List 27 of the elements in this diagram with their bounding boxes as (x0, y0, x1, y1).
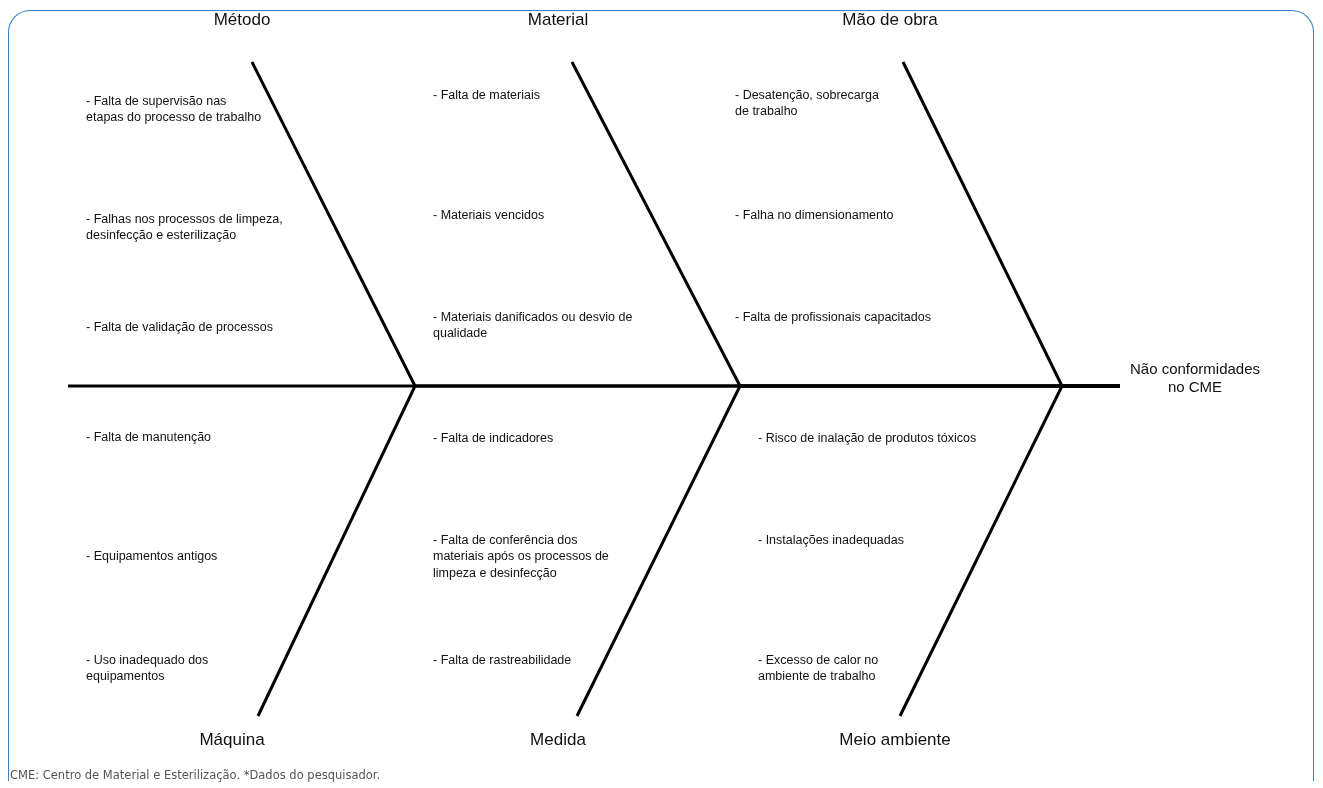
category-label: Meio ambiente (838, 730, 952, 751)
cause-text: - Falha no dimensionamento (735, 207, 895, 224)
caption: CME: Centro de Material e Esterilização. *Dados do pesquisador. (10, 768, 381, 782)
cause-text: - Falta de conferência dos materiais após os processos de limpeza e desinfecção (433, 532, 610, 581)
category-label: Máquina (198, 730, 266, 751)
cause-text: - Falhas nos processos de limpeza, desinfecção e esterilização (86, 211, 284, 244)
cause-text: - Falta de indicadores (433, 430, 555, 447)
bone-line (898, 384, 1120, 717)
category-label: Material (526, 10, 590, 31)
cause-text: - Instalações inadequadas (758, 532, 905, 549)
cause-text: - Falta de materiais (433, 87, 541, 104)
cause-text: - Falta de supervisão nas etapas do processo de trabalho (86, 93, 263, 126)
category-label: Método (212, 10, 272, 31)
cause-text: - Excesso de calor no ambiente de trabalho (758, 652, 880, 685)
effect-label: Não conformidades no CME (1128, 360, 1262, 396)
cause-text: - Desatenção, sobrecarga de trabalho (735, 87, 880, 120)
cause-text: - Materiais vencidos (433, 207, 546, 224)
category-label: Mão de obra (841, 10, 939, 31)
cause-text: - Risco de inalação de produtos tóxicos (758, 430, 978, 447)
cause-text: - Uso inadequado dos equipamentos (86, 652, 210, 685)
cause-text: - Falta de validação de processos (86, 319, 274, 336)
cause-text: - Falta de profissionais capacitados (735, 309, 932, 326)
cause-text: - Equipamentos antigos (86, 548, 219, 565)
cause-text: - Falta de rastreabilidade (433, 652, 573, 669)
category-label: Medida (529, 730, 587, 751)
cause-text: - Materiais danificados ou desvio de qualidade (433, 309, 634, 342)
cause-text: - Falta de manutenção (86, 429, 213, 446)
